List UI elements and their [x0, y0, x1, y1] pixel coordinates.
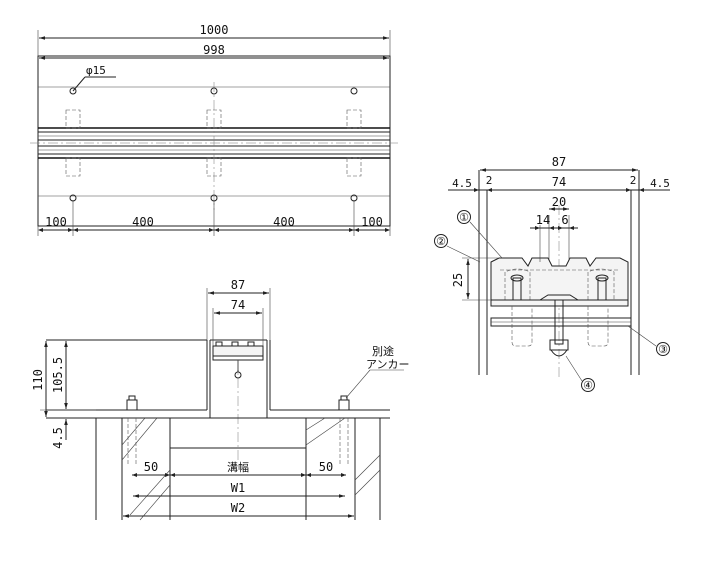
concrete-hatch [121, 417, 381, 521]
svg-text:①: ① [459, 211, 469, 224]
side-gap-right: 4.5 [650, 177, 670, 190]
svg-text:④: ④ [583, 379, 593, 392]
side-gap-left: 4.5 [452, 177, 472, 190]
side-inner-width: 74 [552, 175, 566, 189]
callout-1: ① [457, 210, 503, 259]
anchor-note-line1: 別途 [372, 344, 394, 358]
hole-diameter-label: φ15 [86, 64, 106, 77]
callout-3: ③ [627, 325, 670, 356]
anchor-holes [69, 87, 358, 202]
groove-width: 溝幅 [227, 461, 249, 474]
section-view: 別途 アンカー 87 74 110 105.5 4.5 50 溝幅 50 W1 … [31, 278, 410, 521]
section-height-110: 110 [31, 369, 45, 391]
anchor-right [338, 395, 350, 465]
spacing-2: 400 [132, 215, 154, 229]
dim-6: 6 [561, 213, 568, 227]
anchor-left [126, 395, 138, 465]
spacing-4: 100 [361, 215, 383, 229]
overall-length-label: 1000 [200, 23, 229, 37]
margin-right: 50 [319, 460, 333, 474]
bolt-pitch-label: 20 [552, 195, 566, 209]
w1-label: W1 [231, 481, 245, 495]
svg-text:②: ② [436, 235, 446, 248]
spacing-1: 100 [45, 215, 67, 229]
section-width-87: 87 [231, 278, 245, 292]
side-height-label: 25 [451, 273, 465, 287]
callout-2: ② [434, 234, 481, 263]
margin-left: 50 [144, 460, 158, 474]
callout-4: ④ [565, 355, 595, 392]
side-overall-width: 87 [552, 155, 566, 169]
inner-length-label: 998 [203, 43, 225, 57]
edge-thickness-right: 2 [630, 174, 637, 187]
section-width-74: 74 [231, 298, 245, 312]
spacing-3: 400 [273, 215, 295, 229]
w2-label: W2 [231, 501, 245, 515]
svg-text:③: ③ [658, 343, 668, 356]
dim-14: 14 [536, 213, 550, 227]
anchor-note-line2: アンカー [366, 358, 410, 371]
top-view: φ15 1000 998 100 400 400 100 [30, 23, 398, 236]
grating-body [490, 257, 629, 301]
section-height-105-5: 105.5 [51, 357, 65, 393]
edge-thickness-left: 2 [486, 174, 493, 187]
side-view: 87 74 4.5 4.5 2 2 20 14 6 25 ① ② [434, 155, 670, 392]
section-height-4-5: 4.5 [51, 427, 65, 449]
